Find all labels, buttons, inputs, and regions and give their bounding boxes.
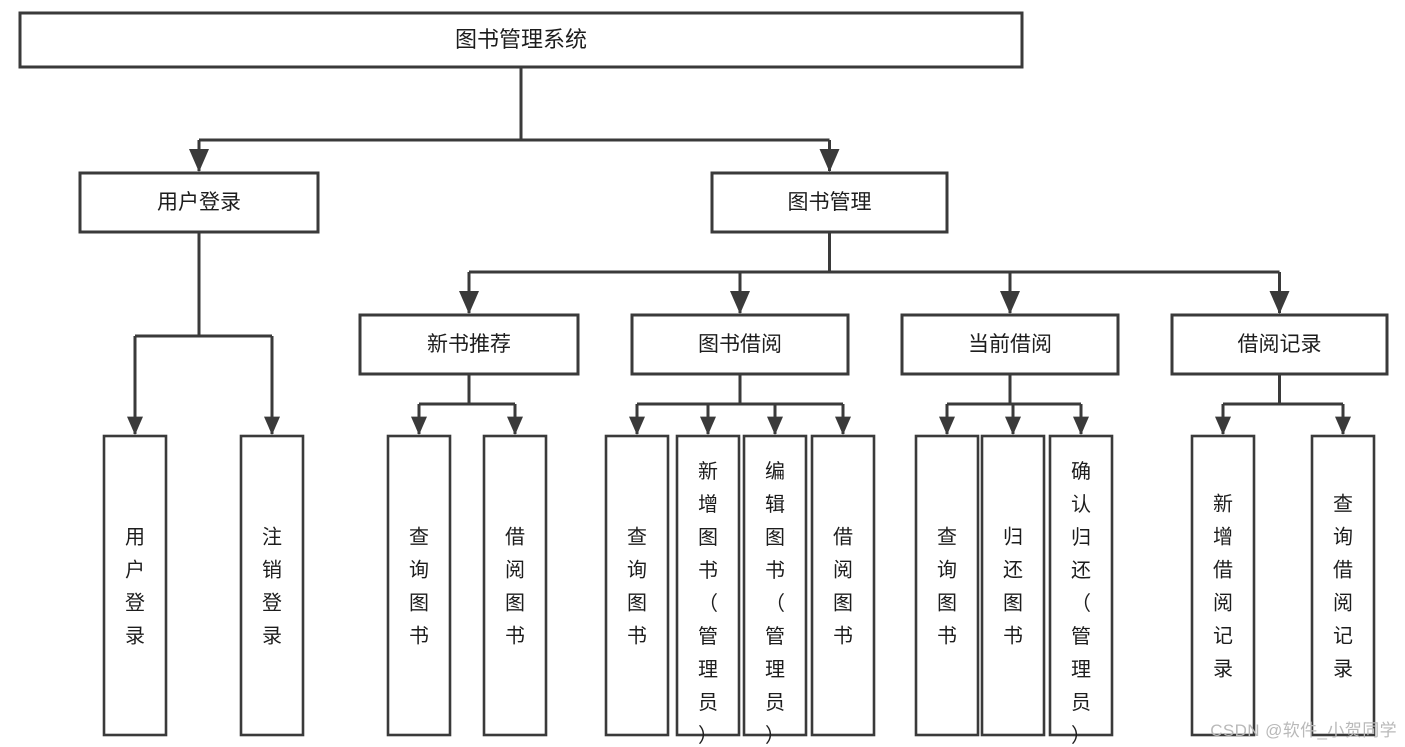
leaf-node-4-box: [482, 434, 548, 737]
leaf-node-2[interactable]: 注销登录: [239, 434, 305, 737]
leaf-node-3-label: 查询图书: [409, 526, 429, 648]
leaf-node-9-label: 查询图书: [937, 526, 957, 648]
arrow-head: [459, 291, 479, 314]
leaf-node-6[interactable]: 新增图书（管理员）: [675, 434, 741, 747]
level3-node-1-label: 新书推荐: [427, 333, 511, 356]
leaf-node-10[interactable]: 归还图书: [980, 434, 1046, 737]
arrow-head: [939, 416, 955, 435]
level2-node-1-box: [78, 171, 320, 234]
leaf-node-12[interactable]: 新增借阅记录: [1190, 434, 1256, 737]
root-node-book-management-system[interactable]: 图书管理系统: [18, 11, 1024, 69]
arrow-head: [819, 149, 840, 172]
level2-node-2-label: 图书管理: [788, 191, 872, 214]
level3-node-2-box: [630, 313, 850, 376]
level3-node-4[interactable]: 借阅记录: [1170, 313, 1389, 376]
level2-node-1-label: 用户登录: [157, 191, 241, 214]
leaf-node-2-label: 注销登录: [262, 526, 282, 648]
arrow-head: [629, 416, 645, 435]
leaf-node-5-box: [604, 434, 670, 737]
arrow-head: [1073, 416, 1089, 435]
level3-node-4-box: [1170, 313, 1389, 376]
arrow-head: [730, 291, 750, 314]
arrow-head: [189, 149, 209, 172]
leaf-node-11-label: 确认归还（管理员）: [1071, 460, 1091, 747]
arrow-head: [1269, 291, 1290, 314]
node-layer: 图书管理系统用户登录图书管理新书推荐图书借阅当前借阅借阅记录用户登录注销登录查询…: [18, 11, 1389, 747]
leaf-node-6-box: [675, 434, 741, 737]
leaf-node-3-box: [386, 434, 452, 737]
leaf-node-7-label: 编辑图书（管理员）: [765, 460, 785, 747]
leaf-node-1-box: [102, 434, 168, 737]
arrow-head: [700, 416, 716, 435]
leaf-node-13-box: [1310, 434, 1376, 737]
leaf-node-13[interactable]: 查询借阅记录: [1310, 434, 1376, 737]
level3-node-3[interactable]: 当前借阅: [900, 313, 1120, 376]
arrow-head: [1215, 416, 1231, 435]
leaf-node-7-box: [742, 434, 808, 737]
level3-node-3-box: [900, 313, 1120, 376]
leaf-node-1-label: 用户登录: [125, 527, 145, 648]
level3-node-1[interactable]: 新书推荐: [358, 313, 580, 376]
level2-node-1[interactable]: 用户登录: [78, 171, 320, 234]
arrow-head: [767, 416, 783, 435]
leaf-node-8[interactable]: 借阅图书: [810, 434, 876, 737]
leaf-node-6-label: 新增图书（管理员）: [698, 460, 718, 747]
leaf-node-5[interactable]: 查询图书: [604, 434, 670, 737]
arrow-head: [264, 416, 280, 435]
leaf-node-10-box: [980, 434, 1046, 737]
leaf-node-11-box: [1048, 434, 1114, 737]
leaf-node-1[interactable]: 用户登录: [102, 434, 168, 737]
arrow-head: [1335, 416, 1351, 435]
level3-node-2-label: 图书借阅: [698, 333, 782, 356]
arrow-head: [835, 416, 851, 435]
leaf-node-11[interactable]: 确认归还（管理员）: [1048, 434, 1114, 747]
arrow-head: [507, 416, 523, 435]
leaf-node-4-label: 借阅图书: [505, 526, 525, 648]
leaf-node-12-label: 新增借阅记录: [1213, 493, 1233, 681]
leaf-node-7[interactable]: 编辑图书（管理员）: [742, 434, 808, 747]
leaf-node-9-box: [914, 434, 980, 737]
level3-node-2[interactable]: 图书借阅: [630, 313, 850, 376]
root-node-book-management-system-label: 图书管理系统: [455, 27, 587, 52]
level2-node-2[interactable]: 图书管理: [710, 171, 949, 234]
leaf-node-8-label: 借阅图书: [833, 526, 853, 648]
arrow-head: [1005, 416, 1021, 435]
arrow-head: [1000, 291, 1020, 314]
level3-node-1-box: [358, 313, 580, 376]
level2-node-2-box: [710, 171, 949, 234]
connector-layer: [127, 67, 1351, 435]
root-node-book-management-system-box: [18, 11, 1024, 69]
leaf-node-3[interactable]: 查询图书: [386, 434, 452, 737]
arrow-head: [127, 416, 143, 435]
leaf-node-8-box: [810, 434, 876, 737]
arrow-head: [411, 416, 427, 435]
leaf-node-13-label: 查询借阅记录: [1333, 493, 1353, 681]
leaf-node-9[interactable]: 查询图书: [914, 434, 980, 737]
leaf-node-2-box: [239, 434, 305, 737]
leaf-node-12-box: [1190, 434, 1256, 737]
leaf-node-10-label: 归还图书: [1003, 526, 1023, 648]
leaf-node-5-label: 查询图书: [627, 526, 647, 648]
leaf-node-4[interactable]: 借阅图书: [482, 434, 548, 737]
level3-node-3-label: 当前借阅: [968, 333, 1052, 356]
level3-node-4-label: 借阅记录: [1238, 333, 1322, 356]
